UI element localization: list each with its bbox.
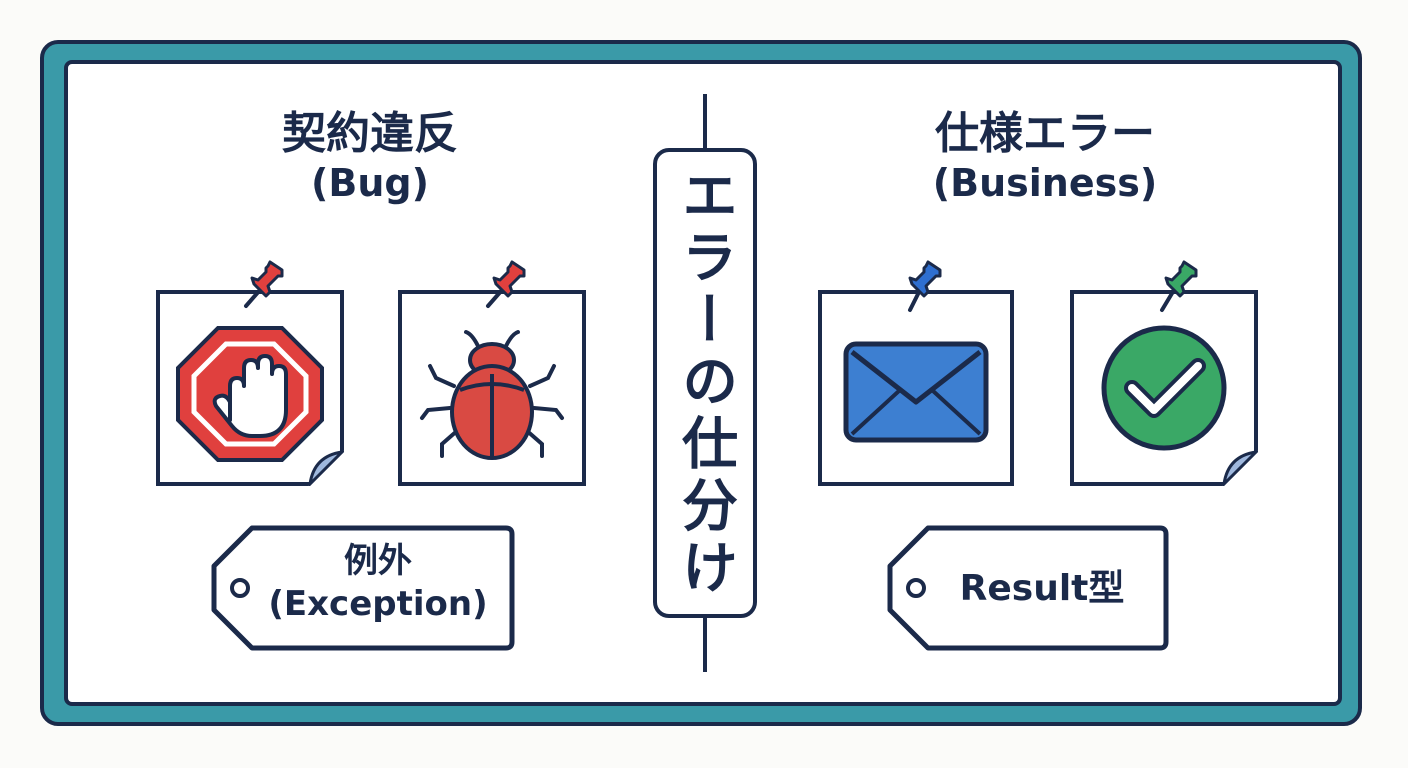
center-label-box: エラーの仕分け <box>653 148 757 618</box>
tag-hole-icon <box>906 578 926 598</box>
right-tag-label: Result型 <box>930 566 1154 611</box>
right-heading: 仕様エラー (Business) <box>855 108 1235 206</box>
left-tag-shape <box>211 525 515 651</box>
card-stop-hand <box>156 290 344 486</box>
left-title: 契約違反 <box>282 108 458 159</box>
left-tag-line2: (Exception) <box>268 583 488 624</box>
bug-icon <box>420 330 564 460</box>
right-tag-shape <box>887 525 1169 651</box>
card-checkmark <box>1070 290 1258 486</box>
center-label: エラーの仕分け <box>672 166 738 600</box>
checkmark-icon <box>1101 325 1227 451</box>
page-curl-icon <box>1222 450 1258 486</box>
card-bug <box>398 290 586 486</box>
card-envelope <box>818 290 1014 486</box>
left-heading: 契約違反 (Bug) <box>180 108 560 206</box>
left-tag-label: 例外 (Exception) <box>258 540 498 625</box>
red-pushpin-icon <box>486 260 526 308</box>
divider-line-bottom <box>703 616 707 672</box>
right-title: 仕様エラー <box>935 108 1155 159</box>
right-tag-line1: Result型 <box>959 568 1125 609</box>
left-tag-line1: 例外 <box>344 541 412 581</box>
green-pushpin-icon <box>1160 260 1198 312</box>
left-subtitle: (Bug) <box>311 160 429 205</box>
blue-pushpin-icon <box>908 260 942 312</box>
red-pushpin-icon <box>244 260 284 308</box>
stop-hand-icon <box>176 326 324 462</box>
tag-hole-icon <box>230 578 250 598</box>
right-subtitle: (Business) <box>932 160 1158 205</box>
page-curl-icon <box>308 450 344 486</box>
divider-line-top <box>703 94 707 150</box>
envelope-icon <box>843 341 989 443</box>
